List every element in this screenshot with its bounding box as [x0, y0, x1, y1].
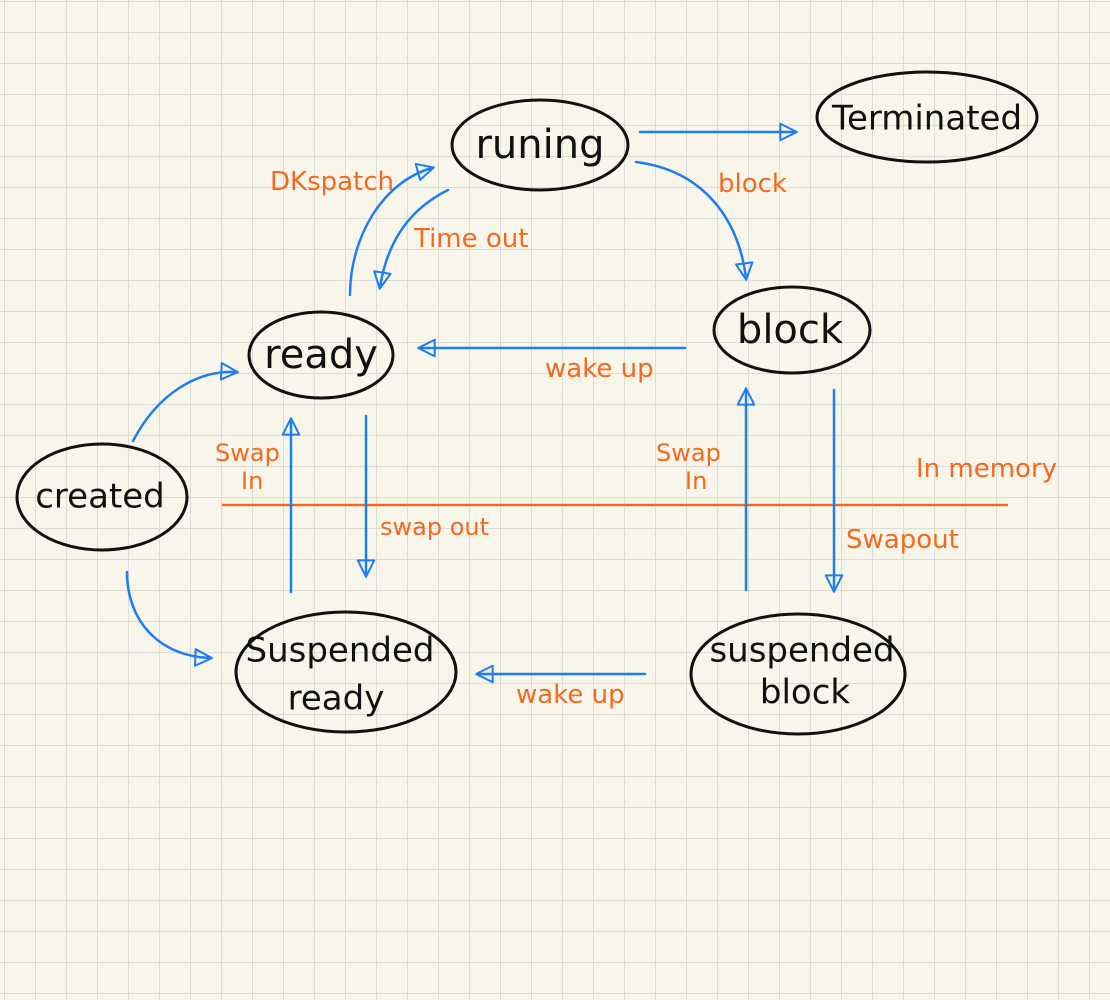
state-running-ellipse — [450, 98, 630, 192]
state-created-ellipse — [15, 442, 189, 552]
running-to-ready-timeout-arrow — [373, 188, 450, 290]
time-out-label: Time out — [413, 224, 528, 254]
swap-out-block-label: Swapout — [846, 525, 959, 555]
wake-up-ready-label: wake up — [545, 354, 654, 384]
state-block-label: block — [737, 307, 844, 353]
swap-out-ready-label: swap out — [380, 513, 489, 541]
state-ready: ready — [247, 310, 395, 400]
state-terminated-label: Terminated — [831, 99, 1022, 139]
running-to-block-arrow — [634, 160, 754, 281]
state-ready-label: ready — [264, 332, 378, 378]
state-suspended-ready-label-1: Suspended — [246, 631, 435, 671]
created-to-suspended-ready-arrow — [125, 570, 213, 667]
swap-in-ready-label-2: In — [241, 467, 263, 495]
state-ready-ellipse — [247, 310, 395, 400]
state-block: block — [712, 285, 872, 375]
state-suspended-ready-ellipse — [234, 610, 458, 734]
in-memory-label: In memory — [916, 454, 1057, 484]
swap-in-block-label-1: Swap — [656, 439, 721, 467]
state-terminated-ellipse — [815, 70, 1039, 164]
state-terminated: Terminated — [815, 70, 1039, 164]
wake-up-suspended-label: wake up — [516, 680, 625, 710]
block-transition-label: block — [718, 169, 787, 199]
swap-in-ready-label-1: Swap — [215, 439, 280, 467]
created-to-ready-arrow — [131, 361, 239, 443]
state-running: runing — [450, 98, 630, 192]
ready-to-running-dispatch-arrow — [348, 163, 435, 297]
dispatch-label: DKspatch — [270, 167, 394, 197]
state-suspended-ready: Suspended ready — [234, 610, 458, 734]
state-suspended-block-ellipse — [689, 612, 907, 736]
state-created-label: created — [35, 477, 165, 517]
state-created: created — [15, 442, 189, 552]
state-suspended-ready-label-2: ready — [288, 679, 385, 719]
state-suspended-block: suspended block — [689, 612, 907, 736]
swap-in-block-label-2: In — [685, 467, 707, 495]
state-suspended-block-label-2: block — [760, 673, 851, 713]
state-block-ellipse — [712, 285, 872, 375]
state-suspended-block-label-1: suspended — [709, 631, 894, 671]
state-running-label: runing — [475, 122, 604, 168]
